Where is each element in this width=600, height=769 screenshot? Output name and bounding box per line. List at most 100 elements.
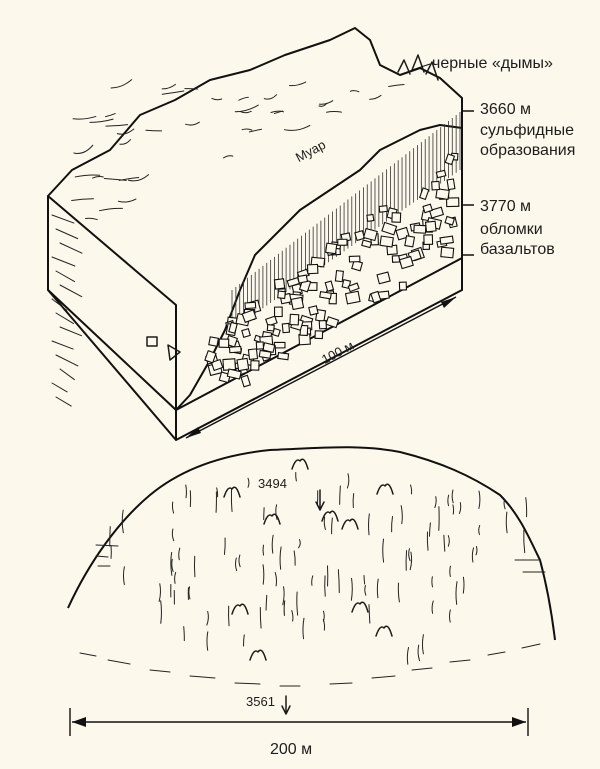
basalt-fragment	[399, 282, 406, 290]
mound-stroke	[351, 578, 352, 600]
mound-stroke	[224, 538, 225, 554]
label-depth-3660: 3660 м	[480, 100, 531, 119]
basalt-fragment	[251, 361, 259, 370]
mound-stroke	[161, 601, 162, 624]
mound-stroke	[236, 558, 237, 571]
surface-stroke	[389, 85, 404, 87]
basalt-fragment	[377, 272, 390, 284]
mound-stroke	[248, 478, 249, 487]
mound-stroke	[244, 635, 245, 646]
basalt-fragment	[267, 325, 274, 331]
mound-stroke	[340, 486, 341, 504]
basalt-fragment	[379, 206, 387, 213]
mound-stroke	[448, 495, 449, 506]
basalt-fragment	[256, 342, 263, 349]
basalt-fragment	[290, 314, 299, 325]
left-face-stroke	[52, 341, 73, 349]
mound-stroke	[427, 532, 428, 550]
mound-stroke	[179, 548, 180, 560]
vent-mark	[250, 650, 266, 660]
label-sulfide-line2: образования	[480, 141, 575, 160]
mound-base-dashes	[80, 545, 545, 686]
vent-mark	[376, 626, 392, 636]
mound-stroke	[364, 575, 365, 584]
left-face-stroke	[60, 369, 74, 380]
mound-stroke	[479, 525, 480, 534]
mound-stroke	[448, 536, 449, 547]
basalt-fragment	[380, 236, 393, 247]
surface-stroke	[90, 119, 113, 122]
mound-stroke	[401, 506, 402, 524]
mound-stroke	[172, 502, 173, 513]
mound-texture	[110, 459, 527, 664]
surface-stroke	[264, 95, 276, 99]
mound-stroke	[303, 618, 304, 638]
surface-stroke	[223, 156, 232, 158]
square-marker	[147, 337, 157, 346]
label-basalt-line2: базальтов	[480, 240, 555, 259]
mound-stroke	[409, 549, 410, 561]
left-face-stroke	[56, 397, 71, 406]
vent-mark	[352, 602, 368, 612]
mound-stroke	[266, 595, 267, 610]
basalt-fragment	[291, 297, 303, 309]
basalt-fragment	[349, 256, 360, 262]
surface-stroke	[239, 97, 249, 100]
surface-stroke	[290, 82, 306, 86]
mound-stroke	[172, 559, 173, 571]
mound-stroke	[463, 577, 464, 593]
mound-stroke	[450, 610, 451, 622]
mound-stroke	[332, 518, 333, 534]
vent-mark	[232, 604, 248, 614]
basalt-fragment	[219, 339, 229, 347]
surface-stroke	[162, 91, 184, 94]
mound-stroke	[297, 592, 298, 615]
label-scale-200m: 200 м	[270, 740, 312, 759]
left-face-stroke	[52, 383, 67, 392]
mound-stroke	[312, 576, 313, 586]
basalt-fragment	[432, 181, 440, 189]
mound-stroke	[294, 551, 295, 565]
mound-stroke	[453, 505, 454, 514]
mound-stroke	[472, 548, 473, 562]
block-diagram	[48, 28, 474, 440]
left-face-stroke	[56, 355, 78, 366]
surface-stroke	[93, 177, 104, 179]
basalt-fragment	[282, 323, 289, 332]
mound-stroke	[479, 491, 480, 508]
surface-stroke	[235, 105, 258, 112]
surface-stroke	[240, 111, 251, 112]
mound-stroke	[260, 607, 261, 628]
mound-stroke	[476, 546, 477, 554]
mound-stroke	[275, 573, 276, 586]
basalt-fragment	[355, 231, 365, 241]
mound-stroke	[450, 566, 451, 576]
basalt-fragment	[367, 214, 374, 221]
mound-stroke	[175, 572, 176, 583]
triangle-marker	[168, 345, 180, 360]
basalt-fragment	[362, 240, 372, 248]
mound-stroke	[430, 523, 431, 536]
mound-stroke	[239, 555, 240, 567]
basalt-fragment	[245, 302, 256, 308]
vent-mark	[264, 514, 280, 524]
surface-stroke	[212, 98, 222, 99]
basalt-fragment	[278, 353, 289, 360]
left-face-stroke	[52, 257, 75, 266]
basalt-fragment	[346, 291, 360, 304]
basalt-fragment	[338, 239, 347, 245]
mound-stroke	[159, 584, 160, 602]
basalt-fragment	[335, 271, 343, 282]
mound-stroke	[377, 579, 378, 598]
surface-stroke	[111, 80, 132, 88]
surface-stroke	[106, 114, 116, 117]
mound-stroke	[231, 489, 232, 511]
surface-stroke	[120, 140, 131, 145]
surface-stroke	[284, 125, 309, 130]
basalt-fragment	[278, 291, 286, 298]
basalt-fragment	[445, 154, 454, 165]
mound-stroke	[280, 547, 281, 569]
basalt-fragment	[315, 331, 323, 339]
surface-texture	[72, 80, 404, 220]
